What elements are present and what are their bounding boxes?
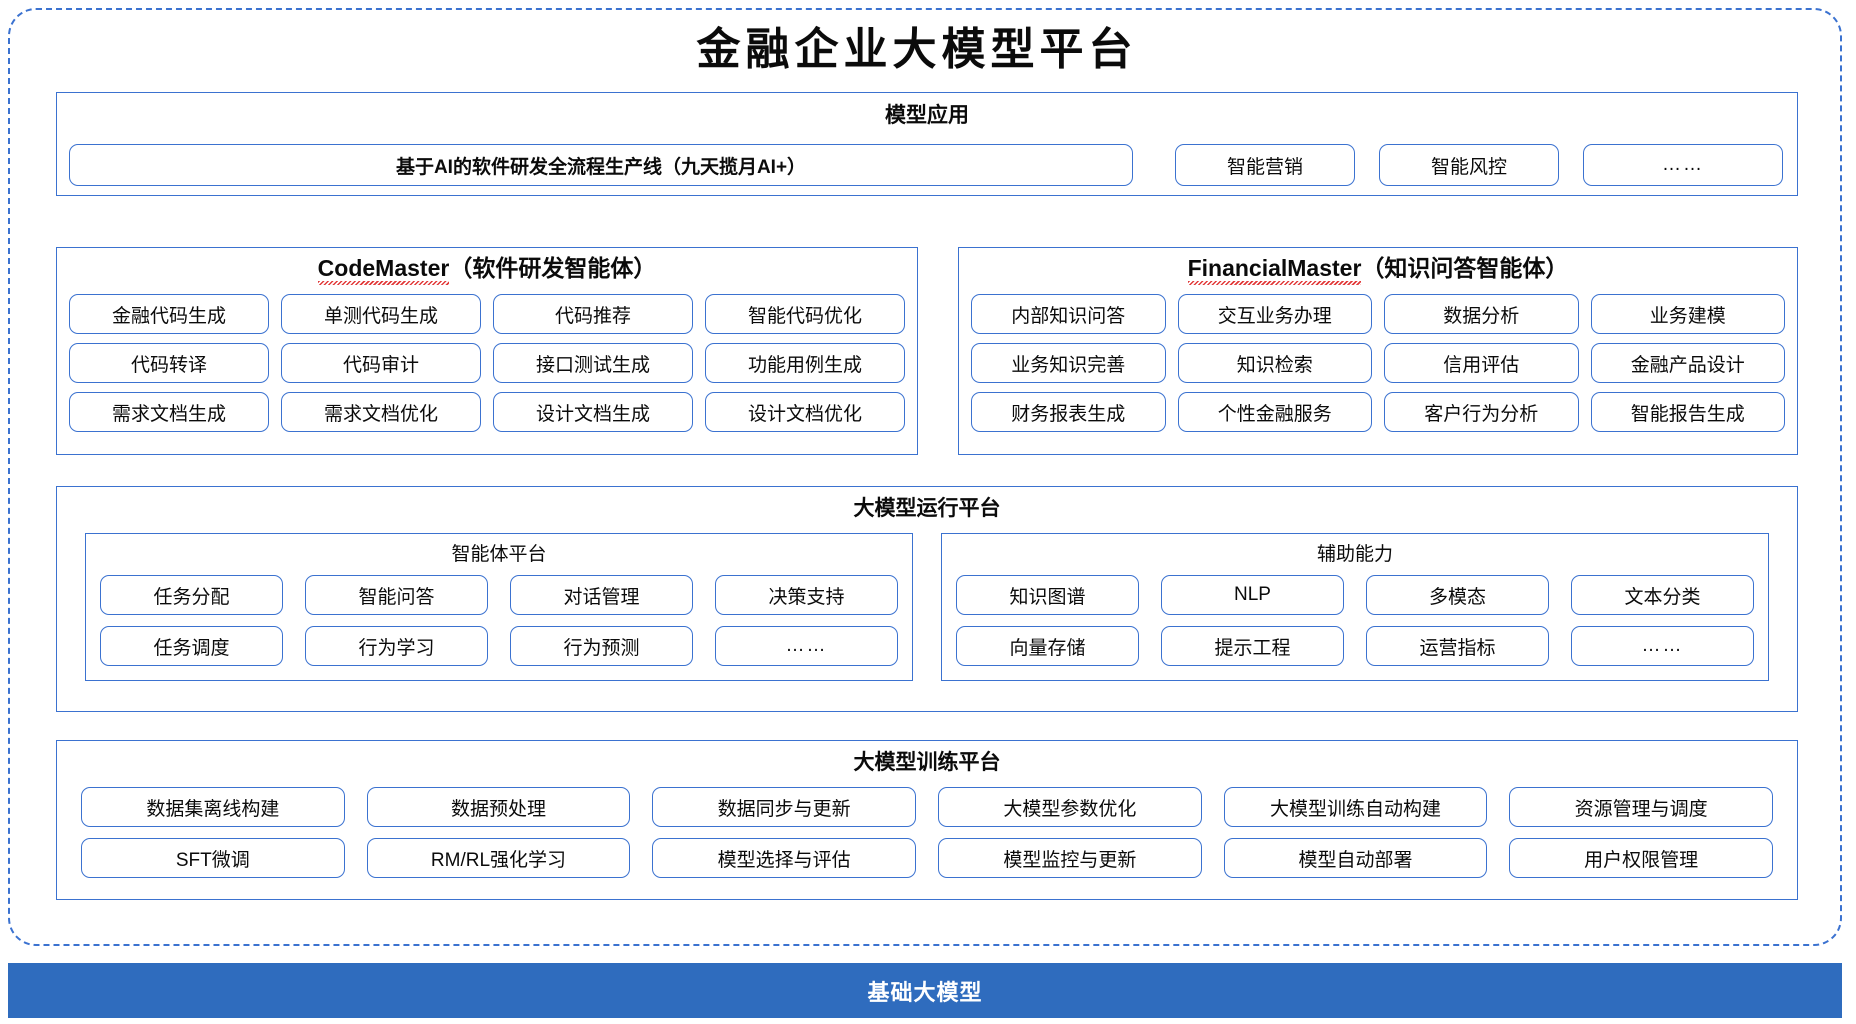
chip-agent-item[interactable]: 金融产品设计	[1590, 343, 1785, 383]
layer-agent-financialmaster: FinancialMaster（知识问答智能体） 内部知识问答 交互业务办理 数…	[958, 247, 1798, 455]
layer-title-model-runtime-platform: 大模型运行平台	[853, 497, 1001, 520]
diagram-outer-frame	[8, 8, 1842, 946]
chip-application-more[interactable]: ……	[1583, 144, 1783, 186]
chip-ai-devops-pipeline[interactable]: 基于AI的软件研发全流程生产线（九天揽月AI+）	[69, 144, 1133, 186]
chip-intelligent-risk-control[interactable]: 智能风控	[1379, 144, 1559, 186]
agent-name-cn-financialmaster: （知识问答智能体）	[1361, 255, 1569, 281]
runtime-grid-auxiliary-capability: 知识图谱 NLP 多模态 文本分类 向量存储 提示工程 运营指标 ……	[956, 575, 1754, 666]
chip-agent-item[interactable]: 业务建模	[1590, 294, 1785, 334]
chip-runtime-item[interactable]: 运营指标	[1366, 626, 1549, 666]
runtime-panel-title-auxiliary-capability: 辅助能力	[1316, 544, 1393, 565]
chip-training-item[interactable]: 模型监控与更新	[937, 838, 1202, 878]
page-title: 金融企业大模型平台	[696, 24, 1138, 75]
foundation-model-label: 基础大模型	[867, 979, 983, 1005]
chip-agent-item[interactable]: 功能用例生成	[705, 343, 905, 383]
runtime-panel-title-agent-platform: 智能体平台	[451, 544, 547, 565]
chip-agent-item[interactable]: 内部知识问答	[971, 294, 1166, 334]
chip-runtime-item[interactable]: 任务分配	[100, 575, 283, 615]
chip-agent-item[interactable]: 个性金融服务	[1177, 392, 1372, 432]
chip-training-item[interactable]: 大模型参数优化	[937, 787, 1202, 827]
training-grid: 数据集离线构建 数据预处理 数据同步与更新 大模型参数优化 大模型训练自动构建 …	[81, 787, 1773, 878]
chip-agent-item[interactable]: 知识检索	[1177, 343, 1372, 383]
chip-agent-item[interactable]: 业务知识完善	[971, 343, 1166, 383]
chip-runtime-item[interactable]: 行为学习	[305, 626, 488, 666]
layer-agent-codemaster: CodeMaster（软件研发智能体） 金融代码生成 单测代码生成 代码推荐 智…	[56, 247, 918, 455]
chip-intelligent-marketing[interactable]: 智能营销	[1175, 144, 1355, 186]
chip-agent-item[interactable]: 客户行为分析	[1384, 392, 1579, 432]
runtime-panel-columns: 智能体平台 任务分配 智能问答 对话管理 决策支持 任务调度 行为学习 行为预测…	[85, 533, 1769, 681]
chip-runtime-item[interactable]: 对话管理	[510, 575, 693, 615]
runtime-panel-agent-platform: 智能体平台 任务分配 智能问答 对话管理 决策支持 任务调度 行为学习 行为预测…	[85, 533, 913, 681]
chip-runtime-item[interactable]: 决策支持	[715, 575, 898, 615]
chip-agent-item[interactable]: 设计文档生成	[493, 392, 693, 432]
chip-runtime-item[interactable]: 多模态	[1366, 575, 1549, 615]
chip-runtime-item[interactable]: 知识图谱	[956, 575, 1139, 615]
chip-runtime-item[interactable]: 文本分类	[1571, 575, 1754, 615]
chip-runtime-more[interactable]: ……	[715, 626, 898, 666]
foundation-model-bar: 基础大模型	[8, 963, 1842, 1018]
agent-grid-codemaster: 金融代码生成 单测代码生成 代码推荐 智能代码优化 代码转译 代码审计 接口测试…	[69, 294, 905, 432]
agent-title-codemaster: CodeMaster（软件研发智能体）	[57, 255, 917, 285]
chip-training-item[interactable]: SFT微调	[81, 838, 345, 878]
chip-training-item[interactable]: 数据同步与更新	[652, 787, 916, 827]
chip-agent-item[interactable]: 信用评估	[1384, 343, 1579, 383]
agent-name-en-codemaster: CodeMaster	[317, 255, 450, 285]
chip-runtime-more[interactable]: ……	[1571, 626, 1754, 666]
layer-title-model-application: 模型应用	[885, 104, 969, 127]
runtime-panel-auxiliary-capability: 辅助能力 知识图谱 NLP 多模态 文本分类 向量存储 提示工程 运营指标 ……	[941, 533, 1769, 681]
layer-model-runtime-platform: 大模型运行平台 智能体平台 任务分配 智能问答 对话管理 决策支持 任务调度 行…	[56, 486, 1798, 712]
chip-training-item[interactable]: 模型自动部署	[1223, 838, 1488, 878]
chip-agent-item[interactable]: 需求文档优化	[281, 392, 481, 432]
agent-title-financialmaster: FinancialMaster（知识问答智能体）	[959, 255, 1797, 285]
chip-agent-item[interactable]: 智能代码优化	[705, 294, 905, 334]
chip-runtime-item[interactable]: NLP	[1161, 575, 1344, 615]
chip-agent-item[interactable]: 代码推荐	[493, 294, 693, 334]
chip-training-item[interactable]: 数据预处理	[366, 787, 631, 827]
agent-grid-financialmaster: 内部知识问答 交互业务办理 数据分析 业务建模 业务知识完善 知识检索 信用评估…	[971, 294, 1785, 432]
chip-runtime-item[interactable]: 任务调度	[100, 626, 283, 666]
chip-training-item[interactable]: 资源管理与调度	[1509, 787, 1773, 827]
chip-agent-item[interactable]: 接口测试生成	[493, 343, 693, 383]
chip-agent-item[interactable]: 代码审计	[281, 343, 481, 383]
runtime-grid-agent-platform: 任务分配 智能问答 对话管理 决策支持 任务调度 行为学习 行为预测 ……	[100, 575, 898, 666]
chip-training-item[interactable]: RM/RL强化学习	[366, 838, 631, 878]
agent-name-cn-codemaster: （软件研发智能体）	[449, 255, 657, 281]
chip-runtime-item[interactable]: 提示工程	[1161, 626, 1344, 666]
layer-model-application: 模型应用 基于AI的软件研发全流程生产线（九天揽月AI+） 智能营销 智能风控 …	[56, 92, 1798, 196]
agent-name-en-financialmaster: FinancialMaster	[1187, 255, 1362, 285]
chip-agent-item[interactable]: 智能报告生成	[1590, 392, 1785, 432]
layer-model-training-platform: 大模型训练平台 数据集离线构建 数据预处理 数据同步与更新 大模型参数优化 大模…	[56, 740, 1798, 900]
chip-training-item[interactable]: 用户权限管理	[1509, 838, 1773, 878]
chip-agent-item[interactable]: 交互业务办理	[1177, 294, 1372, 334]
chip-agent-item[interactable]: 金融代码生成	[69, 294, 269, 334]
chip-agent-item[interactable]: 单测代码生成	[281, 294, 481, 334]
chip-agent-item[interactable]: 数据分析	[1384, 294, 1579, 334]
chip-training-item[interactable]: 模型选择与评估	[652, 838, 916, 878]
chip-runtime-item[interactable]: 行为预测	[510, 626, 693, 666]
chip-agent-item[interactable]: 需求文档生成	[69, 392, 269, 432]
chip-runtime-item[interactable]: 向量存储	[956, 626, 1139, 666]
chip-agent-item[interactable]: 代码转译	[69, 343, 269, 383]
application-chip-row: 基于AI的软件研发全流程生产线（九天揽月AI+） 智能营销 智能风控 ……	[69, 144, 1787, 186]
chip-agent-item[interactable]: 财务报表生成	[971, 392, 1166, 432]
chip-training-item[interactable]: 数据集离线构建	[81, 787, 345, 827]
chip-training-item[interactable]: 大模型训练自动构建	[1223, 787, 1488, 827]
chip-runtime-item[interactable]: 智能问答	[305, 575, 488, 615]
chip-agent-item[interactable]: 设计文档优化	[705, 392, 905, 432]
layer-title-model-training-platform: 大模型训练平台	[853, 751, 1001, 774]
